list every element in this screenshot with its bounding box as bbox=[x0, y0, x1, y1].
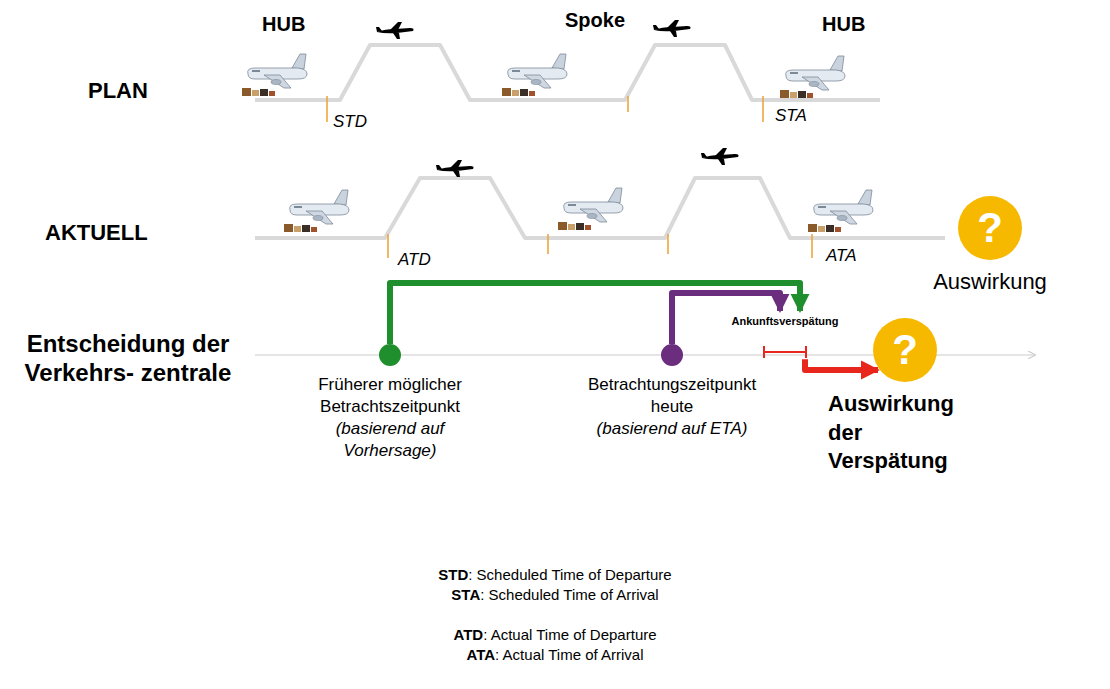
node-text: Früherer möglicher Betrachtszeitpunkt bbox=[290, 374, 490, 418]
aircraft-ground bbox=[502, 54, 567, 96]
current-point: Betrachtungszeitpunkt heute(basierend au… bbox=[567, 344, 777, 440]
time-dot bbox=[379, 344, 401, 366]
time-label: ATA bbox=[826, 246, 857, 266]
time-label: STA bbox=[775, 106, 807, 126]
glossary-line: STA: Scheduled Time of Arrival bbox=[0, 586, 1110, 604]
aircraft-flying bbox=[701, 148, 739, 165]
time-tick bbox=[811, 234, 813, 258]
node-text: Betrachtungszeitpunkt heute bbox=[567, 374, 777, 418]
glossary-line: ATA: Actual Time of Arrival bbox=[0, 646, 1110, 664]
station-label: HUB bbox=[822, 12, 865, 36]
aircraft-flying bbox=[376, 22, 414, 39]
flight-profile bbox=[255, 178, 945, 238]
time-label: ATD bbox=[398, 250, 431, 270]
delay-impact-circle: ? Auswirkung der Verspätung bbox=[828, 318, 968, 476]
aircraft-ground bbox=[284, 190, 349, 232]
abbreviation-meaning: : Scheduled Time of Departure bbox=[468, 566, 671, 583]
time-label: STD bbox=[333, 112, 367, 132]
station-label: Spoke bbox=[565, 8, 625, 32]
time-tick bbox=[762, 96, 764, 122]
flow-arrow bbox=[805, 359, 878, 370]
time-tick bbox=[667, 234, 669, 254]
node-text: Auswirkung der Verspätung bbox=[828, 390, 968, 476]
glossary-line: ATD: Actual Time of Departure bbox=[0, 626, 1110, 644]
node-text: (basierend auf Vorhersage) bbox=[290, 418, 490, 462]
impact-circle: ? Auswirkung bbox=[915, 196, 1065, 297]
aircraft-ground bbox=[558, 188, 623, 230]
node-text: Auswirkung bbox=[933, 268, 1047, 297]
time-tick bbox=[547, 234, 549, 254]
impact-circle-shape: ? bbox=[873, 318, 937, 382]
row-label: Entscheidung der Verkehrs- zentrale bbox=[12, 330, 244, 388]
aircraft-flying bbox=[653, 20, 691, 37]
glossary-line: STD: Scheduled Time of Departure bbox=[0, 566, 1110, 584]
row-label: PLAN bbox=[88, 78, 148, 104]
forecast-point: Früherer möglicher Betrachtszeitpunkt(ba… bbox=[290, 344, 490, 462]
station-label: HUB bbox=[262, 12, 305, 36]
delay-bar bbox=[765, 351, 805, 353]
abbreviation: ATA bbox=[467, 646, 496, 663]
aircraft-ground bbox=[242, 54, 307, 96]
flight-profile bbox=[255, 45, 880, 100]
delay-bracket bbox=[763, 346, 807, 358]
symbol-text: ? bbox=[892, 329, 918, 371]
abbreviation-meaning: : Actual Time of Arrival bbox=[495, 646, 643, 663]
impact-circle-shape: ? bbox=[958, 196, 1022, 260]
aircraft-flying bbox=[436, 160, 474, 177]
abbreviation-meaning: : Actual Time of Departure bbox=[483, 626, 656, 643]
arrival-delay-bracket: Ankunftsverspätung bbox=[700, 314, 870, 358]
aircraft-ground bbox=[780, 56, 845, 98]
abbreviation: STD bbox=[438, 566, 468, 583]
time-tick bbox=[627, 96, 629, 112]
abbreviation-meaning: : Scheduled Time of Arrival bbox=[480, 586, 658, 603]
time-tick bbox=[387, 234, 389, 258]
row-label: AKTUELL bbox=[45, 220, 148, 246]
abbreviation: ATD bbox=[453, 626, 483, 643]
node-text: (basierend auf ETA) bbox=[597, 418, 748, 440]
symbol-text: ? bbox=[977, 207, 1003, 249]
time-tick bbox=[326, 96, 328, 122]
time-dot bbox=[661, 344, 683, 366]
node-text: Ankunftsverspätung bbox=[732, 314, 839, 328]
aircraft-ground bbox=[808, 190, 873, 232]
flow-arrow bbox=[390, 283, 800, 344]
abbreviation: STA bbox=[451, 586, 480, 603]
